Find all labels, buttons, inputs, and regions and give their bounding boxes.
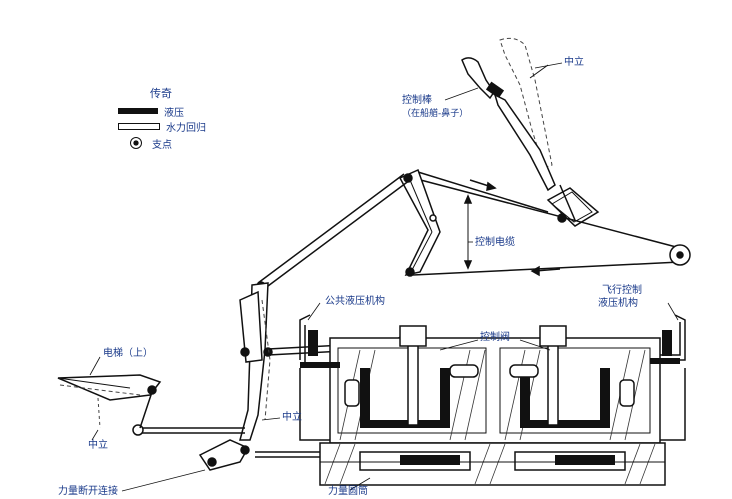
label-control-valve: 控制阀 (480, 332, 510, 343)
label-flight-control-hydraulic: 液压机构 (598, 298, 638, 309)
legend-title: 传奇 (150, 87, 172, 100)
label-neutral-left: 中立 (88, 440, 108, 451)
pivot-icon (130, 137, 142, 149)
stick-neutral-ghost (499, 37, 553, 169)
bellcrank (398, 168, 441, 277)
vertical-lever (239, 282, 273, 441)
elevator-surface (57, 374, 162, 429)
legend-label-water-return: 水力回归 (166, 122, 206, 134)
control-stick (461, 37, 600, 227)
label-common-hydraulic: 公共液压机构 (325, 296, 385, 307)
lower-linkage (132, 424, 330, 471)
leader-lines (89, 62, 679, 492)
label-force-cylinder: 力量圆筒 (328, 486, 368, 497)
label-elevator-up: 电梯（上） (103, 348, 153, 359)
force-cylinder (319, 442, 666, 486)
push-rod-upper (256, 173, 411, 291)
stick-grip-band (485, 81, 505, 99)
stick-grip (461, 57, 495, 100)
stick-shaft (493, 93, 556, 192)
hydraulic-unit (299, 314, 686, 444)
label-force-disconnect: 力量断开连接 (58, 486, 118, 497)
legend-row-hydraulic: 液压 (118, 104, 184, 119)
legend-label-hydraulic: 液压 (164, 107, 184, 119)
legend-row-water-return: 水力回归 (118, 119, 206, 134)
hydraulic-swatch (118, 108, 158, 114)
label-neutral-top: 中立 (564, 57, 584, 68)
label-control-stick: 控制棒 (402, 95, 432, 106)
label-control-stick-sub: （在船艏-鼻子） (402, 109, 469, 119)
label-neutral-mid: 中立 (282, 412, 302, 423)
control-cable (412, 171, 691, 277)
label-flight-control: 飞行控制 (602, 285, 642, 296)
water-return-swatch (118, 122, 160, 130)
legend-row-pivot: 支点 (130, 136, 172, 151)
legend-label-pivot: 支点 (152, 139, 172, 151)
label-control-cable: 控制电缆 (475, 237, 515, 248)
